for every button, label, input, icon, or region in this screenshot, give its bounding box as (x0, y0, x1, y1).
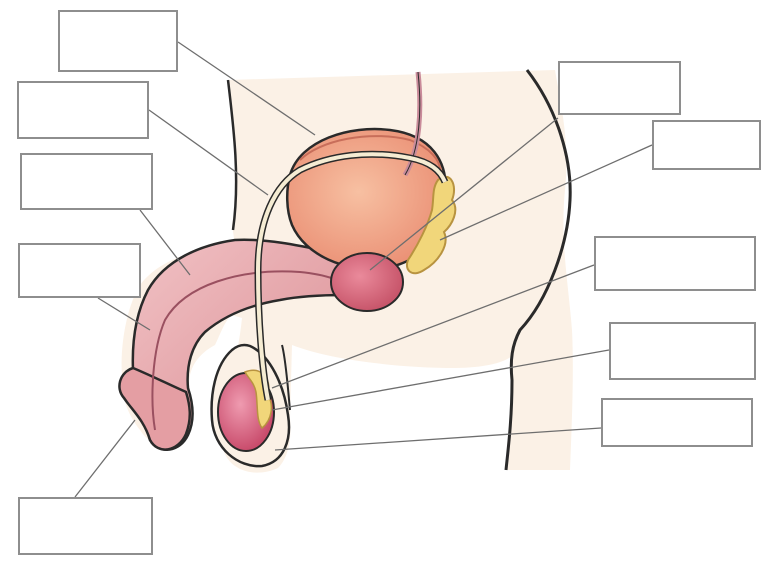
label-box-4[interactable] (18, 243, 141, 298)
label-box-8[interactable] (594, 236, 756, 291)
leader-line-5 (75, 420, 135, 497)
label-box-1[interactable] (58, 10, 178, 72)
label-box-9[interactable] (609, 322, 756, 380)
label-box-2[interactable] (17, 81, 149, 139)
label-box-7[interactable] (652, 120, 761, 170)
label-box-6[interactable] (558, 61, 681, 115)
label-box-3[interactable] (20, 153, 153, 210)
prostate (331, 253, 403, 311)
label-box-5[interactable] (18, 497, 153, 555)
label-box-10[interactable] (601, 398, 753, 447)
